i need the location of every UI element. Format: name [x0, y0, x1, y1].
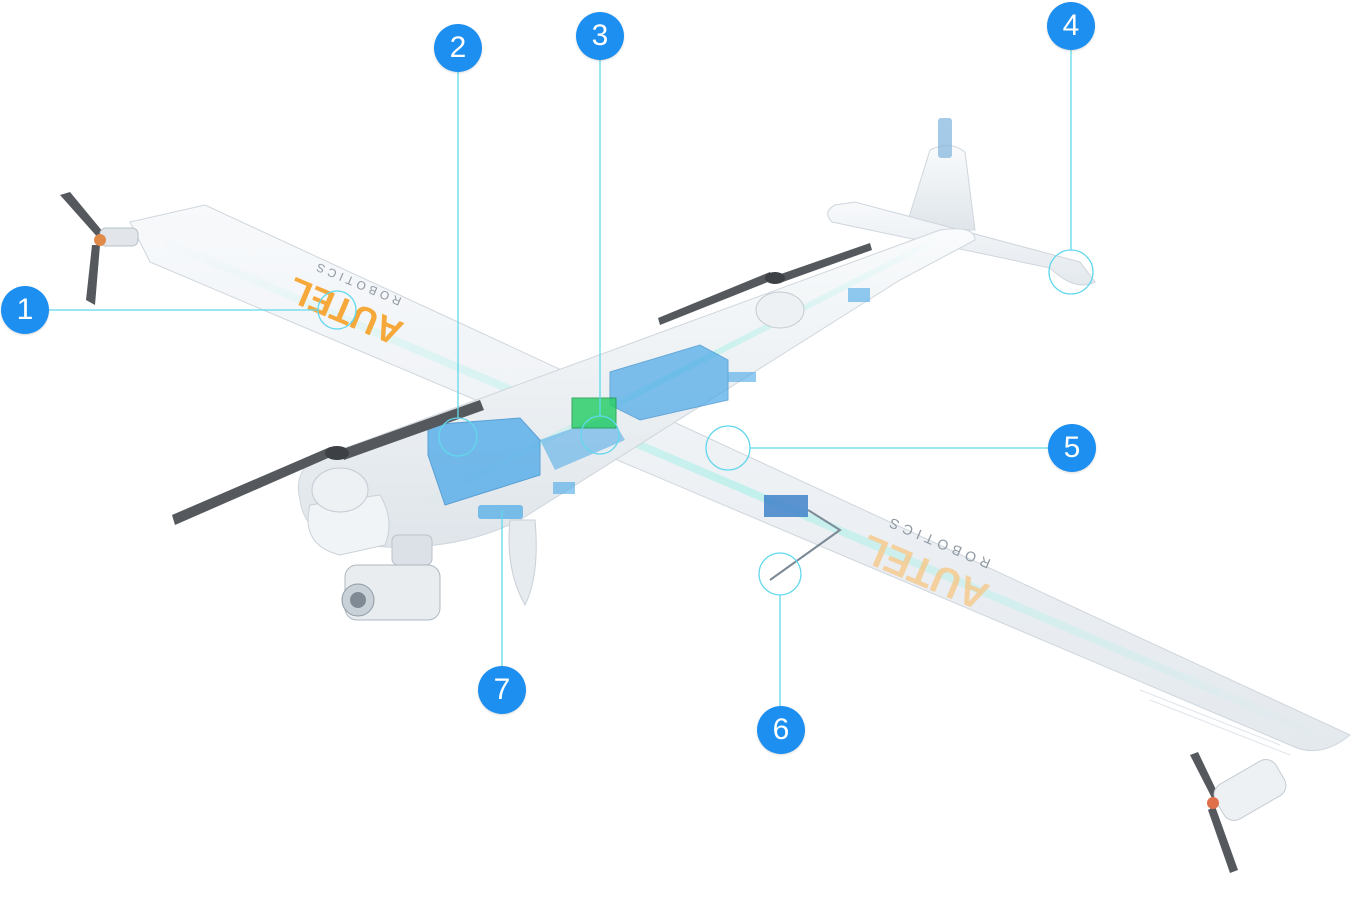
callout-ring-1 [317, 290, 357, 330]
callout-ring-5 [705, 425, 751, 471]
landing-fin [508, 519, 537, 607]
propeller-icon [172, 400, 484, 525]
vertical-fin [904, 118, 976, 231]
callout-badge-4[interactable]: 4 [1047, 2, 1095, 50]
callout-badge-7[interactable]: 7 [478, 666, 526, 714]
callout-ring-3 [580, 415, 620, 455]
callout-number: 2 [449, 31, 467, 64]
callout-number: 6 [772, 713, 790, 746]
callout-badge-2[interactable]: 2 [434, 24, 482, 72]
propeller-icon [1190, 752, 1287, 873]
callout-number: 1 [16, 293, 34, 326]
callout-ring-4 [1048, 249, 1094, 295]
callout-ring-6 [758, 552, 802, 596]
fuselage-electronics [478, 288, 870, 519]
battery-bay [427, 344, 729, 506]
callout-ring-2 [438, 417, 478, 457]
propeller-icon [658, 243, 872, 329]
main-wing [129, 204, 1351, 756]
callout-number: 7 [493, 673, 511, 706]
flight-controller [571, 397, 617, 429]
callout-number: 5 [1063, 431, 1081, 464]
callout-lines [48, 50, 1094, 706]
callout-badge-5[interactable]: 5 [1048, 424, 1096, 472]
propeller-icon [60, 192, 139, 305]
callout-badge-1[interactable]: 1 [1, 286, 49, 334]
antenna [764, 495, 842, 581]
callout-badge-6[interactable]: 6 [757, 706, 805, 754]
callout-badge-3[interactable]: 3 [576, 12, 624, 60]
callout-number: 4 [1062, 9, 1080, 42]
callout-number: 3 [591, 19, 609, 52]
